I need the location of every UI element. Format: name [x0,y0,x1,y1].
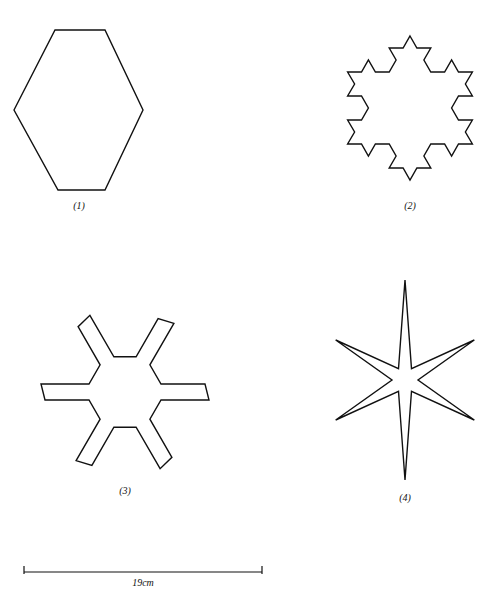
scale-tick [23,566,24,574]
figure-number: (3) [119,486,131,496]
scale-bar [24,571,262,572]
scale-label: 19cm [132,578,154,588]
hexagon-plate [14,30,143,190]
star-snowflake [336,280,475,480]
scale-tick [261,566,262,574]
koch-snowflake [348,36,473,180]
figure-number: (2) [404,201,416,211]
figure-number: (1) [73,201,85,211]
armed-snowflake [41,315,209,468]
figure-number: (4) [399,493,411,503]
